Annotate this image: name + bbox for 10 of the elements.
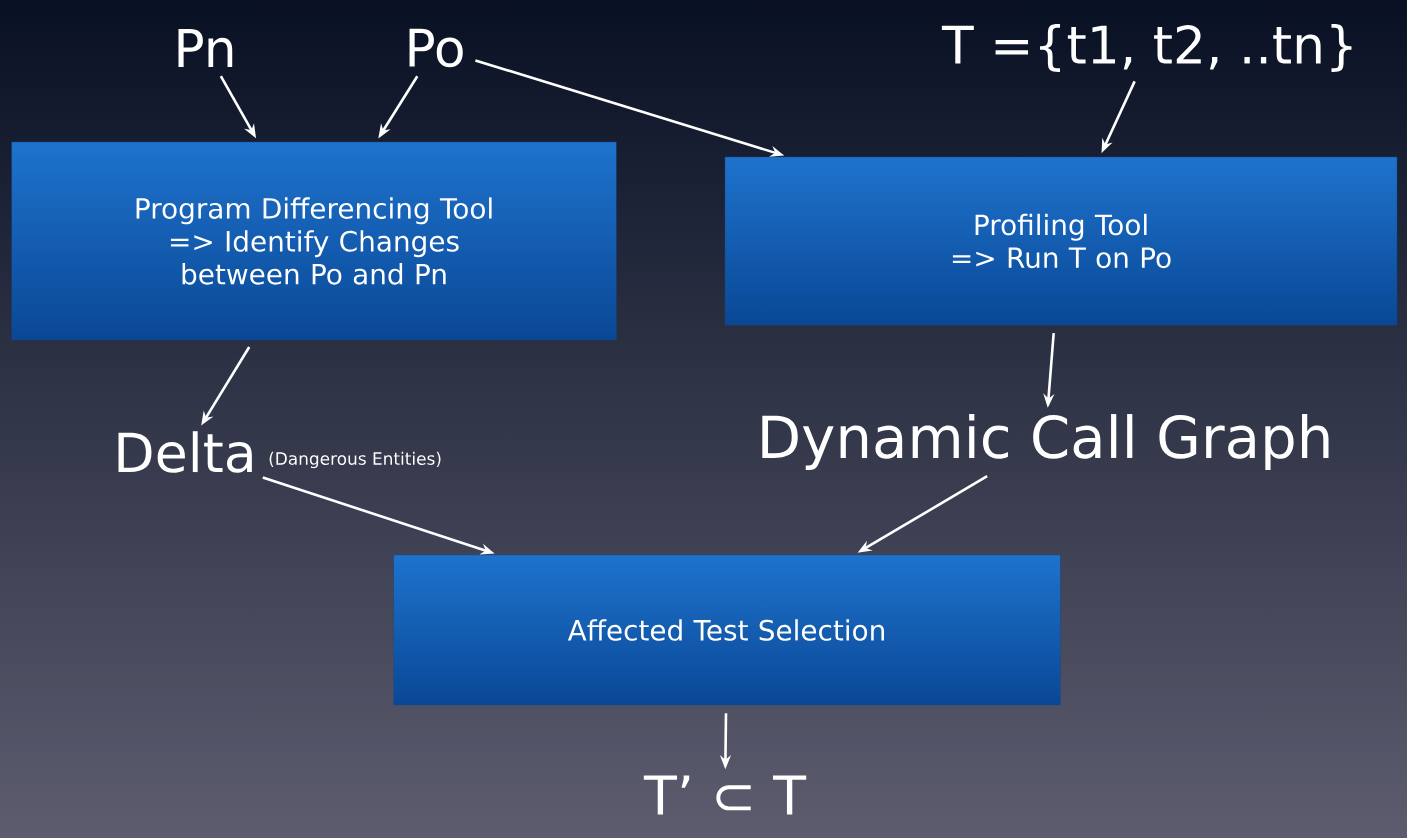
label-text: T ={t1, t2, ..tn}	[941, 24, 1352, 72]
label-text: Po	[409, 28, 463, 68]
label-text: Delta	[118, 431, 252, 473]
label-text: Pn	[178, 29, 233, 67]
process-box: Profiling Tool => Run T on Po	[724, 156, 1398, 326]
label-text: T’ ⊂ T	[643, 775, 807, 815]
note-text: (Dangerous Entities)	[269, 451, 441, 469]
process-box: Affected Test Selection	[393, 554, 1061, 706]
label-text: Dynamic Call Graph	[762, 414, 1329, 470]
process-box: Program Differencing Tool => Identify Changes between Po and Pn	[11, 141, 617, 341]
